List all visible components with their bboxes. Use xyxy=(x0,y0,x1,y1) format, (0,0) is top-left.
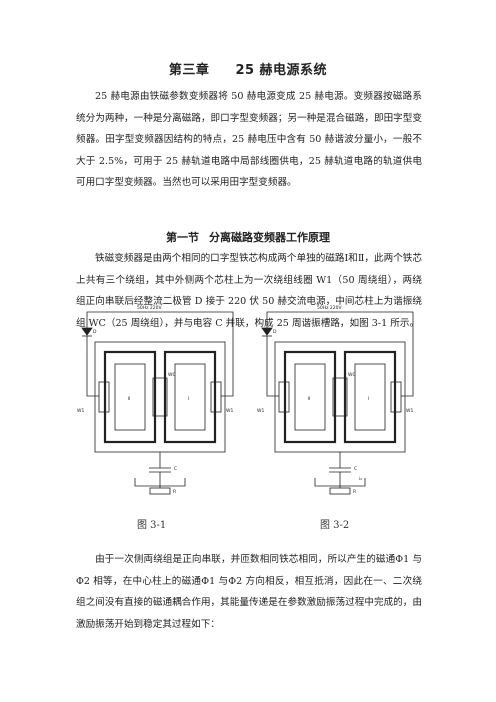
principle-paragraph: 铁磁变频器是由两个相同的口字型铁芯构成两个单独的磁路Ⅰ和Ⅱ，此两个铁芯上共有三个… xyxy=(76,248,422,334)
window-2 xyxy=(294,363,326,431)
intro-text: 25 赫电源由铁磁参数变频器将 50 赫电源变成 25 赫电源。变频器按磁路系统… xyxy=(76,91,422,188)
diode-symbol xyxy=(261,327,273,336)
principle-text: 铁磁变频器是由两个相同的口字型铁芯构成两个单独的磁路Ⅰ和Ⅱ，此两个铁芯上共有三个… xyxy=(76,253,422,329)
figure-3-1-diagram: 50Hz 220V D W1 W1 Ⅱ Ⅰ WC C R xyxy=(77,305,234,495)
wc-label: WC xyxy=(168,372,176,378)
chapter-title: 25 赫电源系统 xyxy=(235,63,328,78)
intro-paragraph: 25 赫电源由铁磁参数变频器将 50 赫电源变成 25 赫电源。变频器按磁路系统… xyxy=(76,86,422,194)
section-heading: 第一节分离磁路变频器工作原理 xyxy=(0,229,496,245)
w1-label-left: W1 xyxy=(257,408,264,414)
supply-wire xyxy=(266,311,414,322)
wc-label: WC xyxy=(348,372,356,378)
resistor-symbol xyxy=(149,487,171,495)
section-title: 分离磁路变频器工作原理 xyxy=(209,231,330,244)
core-1-label: Ⅰ xyxy=(368,396,369,402)
figure-3-1-caption: 图 3-1 xyxy=(137,520,167,531)
core-2-label: Ⅱ xyxy=(308,396,310,402)
window-2 xyxy=(114,363,146,431)
core-2-label: Ⅱ xyxy=(128,396,130,402)
w1-label-right: W1 xyxy=(226,408,233,414)
supply-label: 50Hz 220V xyxy=(137,305,162,311)
core-1-label: Ⅰ xyxy=(188,396,189,402)
core-1 xyxy=(343,350,397,444)
window-1 xyxy=(174,363,206,431)
wc-coil xyxy=(332,377,348,417)
w1-label-right: W1 xyxy=(406,408,413,414)
w1-coil-right xyxy=(390,381,402,413)
diode-label: D xyxy=(273,329,277,335)
figure-3-2-diagram: 50Hz 220V D W1 W1 Ⅱ Ⅰ WC C R i₂ xyxy=(257,305,414,495)
current-label: i₂ xyxy=(359,476,362,482)
w1-coil-left xyxy=(278,381,290,413)
outer-frame xyxy=(274,341,406,453)
core-2 xyxy=(103,350,157,444)
core-1 xyxy=(163,350,217,444)
wc-coil xyxy=(152,377,168,417)
resistor-label: R xyxy=(173,489,176,495)
w1-coil-left xyxy=(98,381,110,413)
window-1 xyxy=(354,363,386,431)
resistor-label: R xyxy=(353,489,356,495)
explanation-text: 由于一次侧両绕组是正向串联，并匝数相同铁芯相同，所以产生的磁通Φ1 与Φ2 相等… xyxy=(76,554,422,630)
diode-label: D xyxy=(93,329,97,335)
w1-coil-right xyxy=(210,381,222,413)
chapter-heading: 第三章 25 赫电源系统 xyxy=(0,59,496,78)
resistor-symbol xyxy=(329,487,351,495)
capacitor-label: C xyxy=(354,466,357,472)
chapter-number: 第三章 xyxy=(168,63,210,78)
figure-3-2-caption: 图 3-2 xyxy=(320,520,350,531)
supply-label: 50Hz 220V xyxy=(317,305,342,311)
supply-wire xyxy=(86,311,234,322)
section-number: 第一节 xyxy=(166,231,199,244)
w1-label-left: W1 xyxy=(77,408,84,414)
core-2 xyxy=(283,350,337,444)
explanation-paragraph: 由于一次侧両绕组是正向串联，并匝数相同铁芯相同，所以产生的磁通Φ1 与Φ2 相等… xyxy=(76,549,422,635)
capacitor-label: C xyxy=(174,466,177,472)
diode-symbol xyxy=(81,327,93,336)
outer-frame xyxy=(94,341,226,453)
